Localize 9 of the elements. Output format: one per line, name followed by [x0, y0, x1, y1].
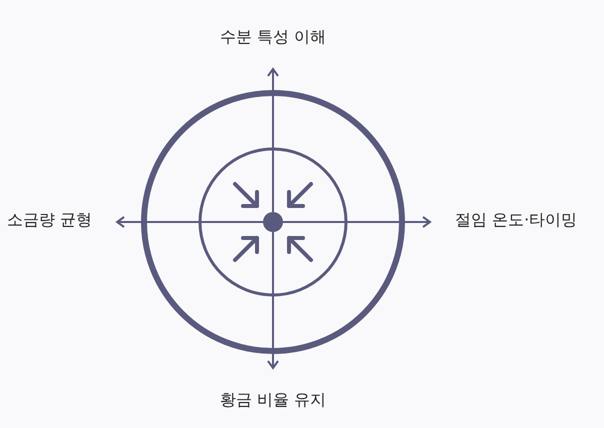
axis-label: 수분 특성 이해 [220, 27, 326, 47]
center-dot [263, 212, 283, 232]
arrow [283, 216, 431, 228]
axis-label: 황금 비율 유지 [220, 390, 326, 410]
arrow [116, 216, 263, 228]
axis-label: 소금량 균형 [7, 210, 92, 230]
arrow [267, 68, 279, 212]
axis-label: 절임 온도·타이밍 [455, 210, 578, 230]
arrow [267, 232, 279, 369]
